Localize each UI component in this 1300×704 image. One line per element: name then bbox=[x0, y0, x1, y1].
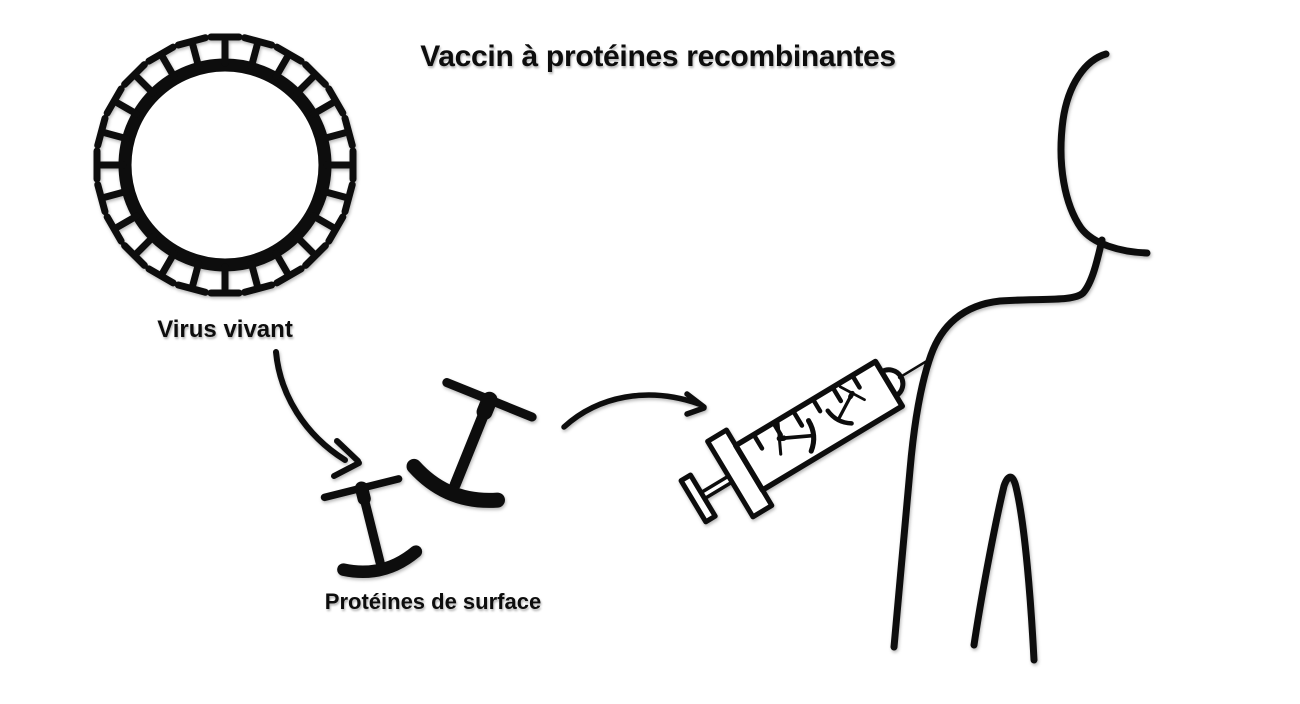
curved-arrow-down-icon bbox=[273, 349, 362, 479]
spike-protein-icon bbox=[409, 383, 532, 511]
person-head-path bbox=[1057, 50, 1151, 257]
curved-arrow-right-icon bbox=[561, 391, 707, 430]
ink-artwork bbox=[97, 37, 1151, 664]
diagram-title: Vaccin à protéines recombinantes bbox=[420, 40, 896, 73]
person-shoulder-outline bbox=[890, 50, 1151, 664]
syringe-needle bbox=[897, 357, 932, 379]
proteins-label: Protéines de surface bbox=[324, 589, 542, 614]
syringe-barrel bbox=[732, 358, 906, 493]
person-inner-arm-path bbox=[970, 473, 1038, 664]
syringe-plunger-cap bbox=[678, 472, 718, 525]
virus-with-spikes-icon bbox=[97, 37, 353, 293]
syringe-icon bbox=[678, 357, 932, 525]
virus-label: Virus vivant bbox=[157, 316, 293, 343]
spike-protein-icon bbox=[325, 479, 419, 579]
person-shoulder-arm-path bbox=[890, 236, 1106, 651]
